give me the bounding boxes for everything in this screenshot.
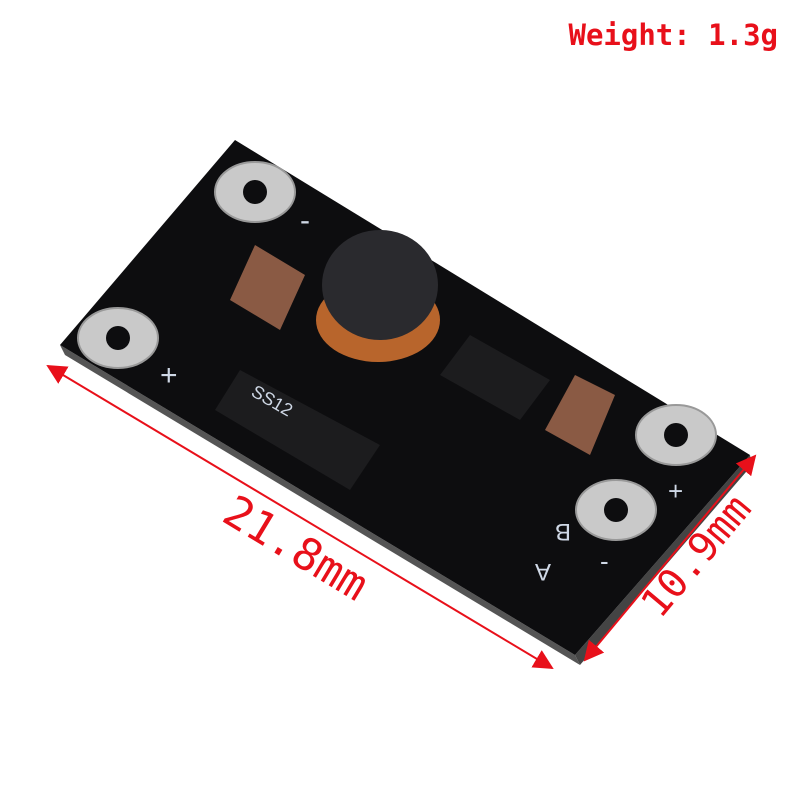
width-dimension-line [583,454,757,662]
b-marking: B [555,518,571,545]
length-dimension-line [46,364,554,670]
weight-label: Weight: 1.3g [568,18,778,52]
minus-marking: - [300,204,310,237]
capacitor [545,375,615,455]
plus-marking: + [160,359,178,392]
plus-marking-right: + [668,476,683,506]
capacitor [230,245,305,330]
minus-marking-right: - [600,546,609,576]
a-marking: A [535,558,551,585]
inductor [322,230,438,340]
